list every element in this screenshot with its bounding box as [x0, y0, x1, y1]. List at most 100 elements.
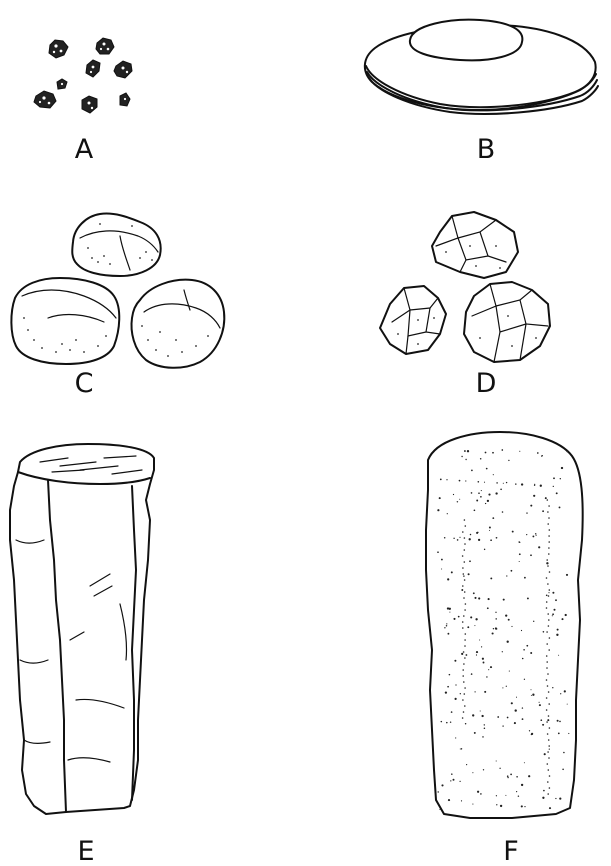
- stipple-dot: [484, 549, 485, 550]
- stipple-dot: [548, 541, 550, 543]
- panel-d-angular-blocky: [380, 212, 550, 362]
- stipple-dot: [478, 597, 480, 599]
- stipple-dot: [507, 717, 509, 719]
- stipple-dot: [448, 799, 450, 801]
- stipple-dot: [548, 769, 550, 771]
- stipple-dot: [543, 790, 545, 792]
- stipple-dot: [492, 517, 494, 519]
- block: [432, 212, 518, 278]
- stipple-dot: [480, 710, 481, 711]
- stipple-dot: [463, 573, 465, 575]
- stipple-dot: [465, 723, 466, 724]
- stipple-dot: [441, 568, 442, 569]
- stipple-dot: [481, 715, 483, 717]
- stipple-dot: [482, 736, 484, 738]
- stipple-dot: [484, 482, 485, 483]
- stipple-dot: [546, 667, 548, 669]
- stipple-dot: [489, 527, 491, 529]
- stipple-dot: [459, 537, 460, 538]
- stipple-dot: [453, 494, 454, 495]
- stipple-dot: [502, 651, 503, 652]
- stipple-dot: [546, 601, 548, 603]
- stipple-dot: [451, 773, 453, 775]
- stipple-dot: [548, 619, 550, 621]
- stipple-dot: [508, 460, 509, 461]
- stipple-dot: [510, 774, 512, 776]
- stipple-dot: [441, 559, 443, 561]
- stipple-dot: [472, 714, 474, 716]
- stipple-dot: [507, 777, 508, 778]
- stipple-dot: [490, 577, 492, 579]
- stipple-dot: [481, 490, 482, 491]
- stipple-dot: [474, 597, 476, 599]
- stipple-dot: [453, 618, 455, 620]
- stipple-dot: [462, 699, 464, 701]
- stipple-dot: [475, 618, 477, 620]
- stipple-dot: [482, 658, 484, 660]
- stipple-dot: [465, 525, 467, 527]
- stipple-dot: [465, 459, 466, 460]
- stipple-dot: [530, 652, 532, 654]
- stipple-dot: [546, 607, 548, 609]
- stipple-dot: [484, 724, 485, 725]
- stipple-dot: [474, 625, 475, 626]
- stipple-dot: [500, 805, 502, 807]
- granule: [57, 79, 67, 89]
- stipple-dot: [492, 632, 494, 634]
- stipple-dot: [548, 691, 550, 693]
- stipple-dot: [546, 679, 548, 681]
- stipple-dot: [532, 694, 534, 696]
- stipple-dot: [495, 492, 497, 494]
- stipple-dot: [473, 592, 475, 594]
- stipple-dot: [528, 775, 530, 777]
- stipple-dot: [470, 534, 472, 536]
- stipple-dot: [496, 804, 497, 805]
- stipple-dot: [449, 674, 451, 676]
- stipple-dot: [496, 482, 498, 484]
- stipple-dot: [464, 537, 466, 539]
- stipple-dot: [539, 704, 541, 706]
- stipple-dot: [464, 450, 466, 452]
- stipple-dot: [548, 625, 550, 627]
- stipple-dot: [548, 649, 550, 651]
- stipple-dot: [547, 793, 549, 795]
- stipple-dot: [463, 597, 465, 599]
- stipple-dot: [453, 779, 455, 781]
- stipple-dot: [547, 499, 549, 501]
- stipple-dot: [521, 483, 523, 485]
- stipple-dot: [464, 579, 466, 581]
- stipple-dot: [463, 681, 465, 683]
- stipple-dot: [444, 537, 446, 539]
- stipple-dot: [437, 509, 439, 511]
- stipple-dot: [464, 543, 466, 545]
- stipple-dot: [547, 751, 549, 753]
- stipple-dot: [549, 727, 551, 729]
- stipple-dot: [464, 639, 466, 641]
- stipple-dot: [547, 523, 549, 525]
- stipple-dot: [500, 489, 502, 491]
- stipple-dot: [461, 456, 462, 457]
- stipple-dot: [548, 517, 550, 519]
- granule: [82, 96, 97, 113]
- stipple-dot: [547, 613, 549, 615]
- stipple-dot: [485, 503, 486, 504]
- panel-c-subangular-blocky: [11, 214, 224, 368]
- stipple-dot: [559, 506, 561, 508]
- stipple-dot: [532, 535, 534, 537]
- label-c: C: [75, 368, 94, 399]
- stipple-dot: [516, 697, 517, 698]
- stipple-dot: [465, 480, 466, 481]
- stipple-dot: [529, 730, 530, 731]
- stipple-dot: [455, 698, 457, 700]
- stipple-dot: [557, 629, 559, 631]
- stipple-dot: [461, 748, 462, 749]
- stipple-dot: [548, 715, 550, 717]
- stipple-dot: [447, 633, 449, 635]
- stipple-dot: [451, 571, 453, 573]
- stipple-dot: [481, 646, 482, 647]
- stipple-dot: [562, 769, 564, 771]
- stipple-dot: [548, 595, 550, 597]
- stipple-dot: [496, 760, 497, 761]
- stipple-dot: [527, 597, 529, 599]
- stipple-dot: [533, 495, 535, 497]
